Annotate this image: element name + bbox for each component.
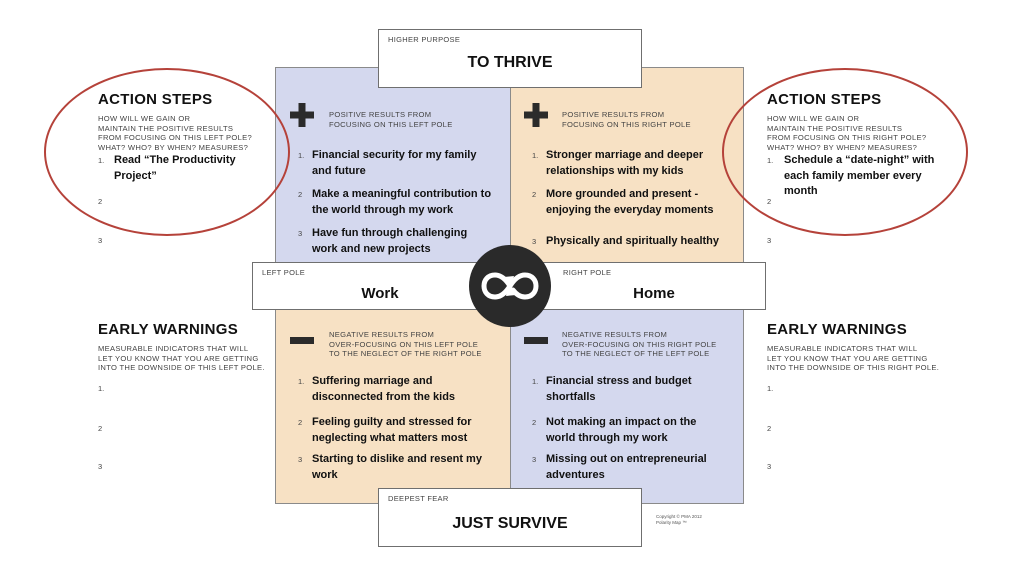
action-step-number: 3 (767, 236, 772, 245)
early-warning-number: 3 (767, 462, 772, 471)
list-item: 2 More grounded and present -enjoying th… (532, 188, 714, 216)
right-early-warnings-title: EARLY WARNINGS (767, 321, 908, 338)
plus-icon (290, 103, 314, 127)
list-item: 3 Physically and spiritually healthy (532, 235, 720, 247)
quadrant-top-left (275, 67, 511, 263)
action-step-number: 3 (98, 236, 103, 245)
highlight-circle (722, 68, 968, 236)
right-pole-label: RIGHT POLE (563, 268, 612, 277)
higher-purpose-label: HIGHER PURPOSE (388, 35, 461, 44)
left-early-warnings-subtitle: MEASURABLE INDICATORS THAT WILL LET YOU … (98, 344, 265, 372)
left-early-warnings-title: EARLY WARNINGS (98, 321, 239, 338)
quadrant-top-right-heading: POSITIVE RESULTS FROM FOCUSING ON THIS R… (562, 110, 691, 129)
left-pole-box: LEFT POLE Work (252, 262, 508, 310)
deepest-fear-value: JUST SURVIVE (452, 515, 568, 532)
highlight-circle (44, 68, 290, 236)
right-pole-value: Home (633, 285, 675, 302)
right-pole-box: RIGHT POLE Home (512, 262, 766, 310)
quadrant-bottom-left-heading: NEGATIVE RESULTS FROM OVER-FOCUSING ON T… (329, 330, 482, 358)
quadrant-bottom-right (510, 308, 744, 504)
higher-purpose-box: HIGHER PURPOSE TO THRIVE (378, 29, 642, 88)
deepest-fear-box: DEEPEST FEAR JUST SURVIVE (378, 488, 642, 547)
left-pole-value: Work (361, 285, 399, 302)
right-early-warnings-subtitle: MEASURABLE INDICATORS THAT WILL LET YOU … (767, 344, 940, 372)
plus-icon (524, 103, 548, 127)
higher-purpose-value: TO THRIVE (467, 54, 553, 71)
early-warning-number: 2 (767, 424, 772, 433)
early-warning-number: 1. (98, 384, 105, 393)
early-warning-number: 2 (98, 424, 103, 433)
copyright-note: Copyright © PMA 2012 Polarity Map ™ (656, 514, 702, 525)
minus-icon (524, 337, 548, 344)
early-warning-number: 1. (767, 384, 774, 393)
quadrant-bottom-right-heading: NEGATIVE RESULTS FROM OVER-FOCUSING ON T… (562, 330, 717, 358)
minus-icon (290, 337, 314, 344)
quadrant-top-right (510, 67, 744, 263)
deepest-fear-label: DEEPEST FEAR (388, 494, 449, 503)
left-pole-label: LEFT POLE (262, 268, 305, 277)
early-warning-number: 3 (98, 462, 103, 471)
quadrant-top-left-heading: POSITIVE RESULTS FROM FOCUSING ON THIS L… (329, 110, 453, 129)
infinity-loop-icon (469, 245, 551, 327)
